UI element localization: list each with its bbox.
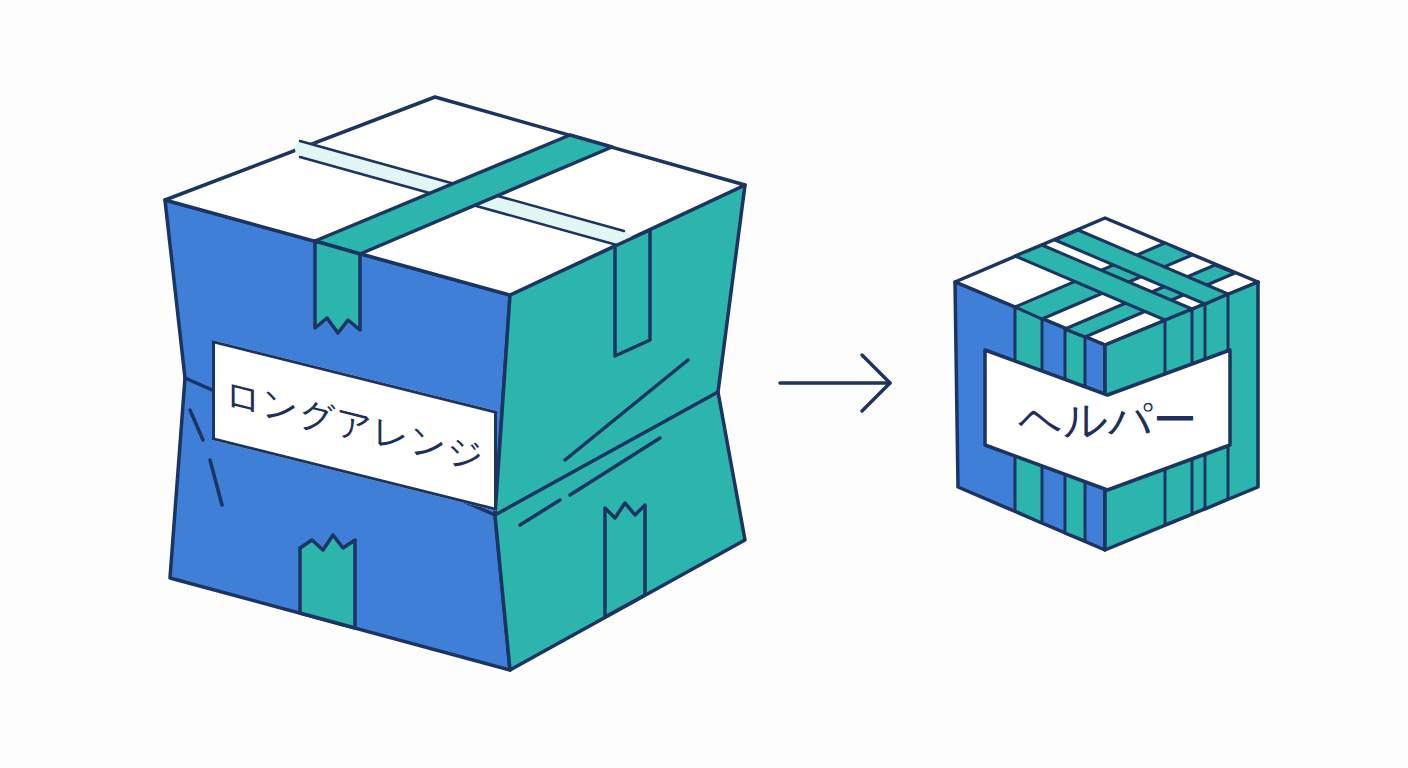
torn-tape	[605, 503, 645, 617]
box-label: ヘルパー	[985, 350, 1230, 490]
box-label: ロングアレンジ	[212, 340, 497, 511]
tape-band	[315, 135, 612, 254]
arrow-shaft	[780, 381, 890, 385]
strap	[1055, 230, 1228, 304]
flow-arrow	[780, 355, 890, 411]
torn-tape	[315, 241, 360, 333]
torn-tape	[300, 535, 355, 628]
package-box: ヘルパー	[955, 218, 1258, 550]
torn-tape	[615, 230, 650, 356]
label-outline-path	[985, 350, 1230, 490]
arrow-head	[862, 355, 890, 411]
label-text: ヘルパー	[1018, 396, 1197, 444]
label-text: ロングアレンジ	[225, 374, 484, 478]
box-top-face	[165, 97, 745, 295]
package-box: ロングアレンジ	[165, 97, 745, 670]
